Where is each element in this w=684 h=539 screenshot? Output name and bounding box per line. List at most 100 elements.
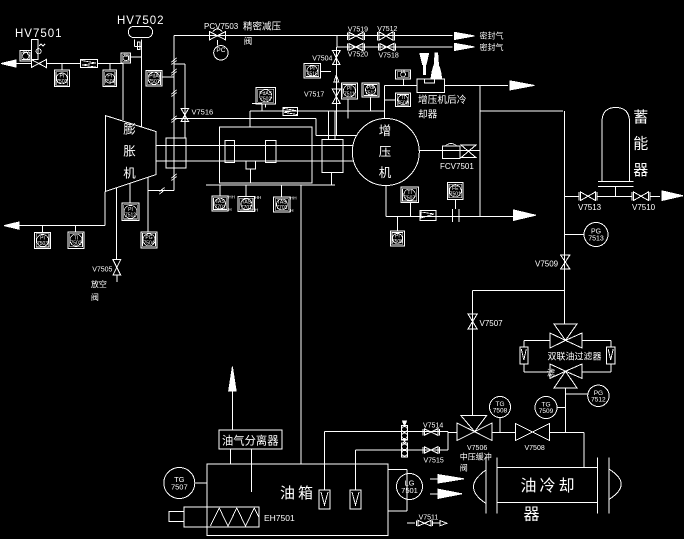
svg-text:机: 机 <box>379 166 392 180</box>
svg-text:油冷却: 油冷却 <box>521 477 578 495</box>
svg-text:TI: TI <box>74 235 78 241</box>
svg-text:阀: 阀 <box>460 464 468 473</box>
svg-text:V7512: V7512 <box>377 26 397 33</box>
svg-text:V7505: V7505 <box>92 267 112 274</box>
svg-text:PI: PI <box>107 74 112 80</box>
svg-text:V7504: V7504 <box>312 56 332 63</box>
svg-text:7701: 7701 <box>276 205 287 211</box>
svg-text:H: H <box>228 207 231 212</box>
svg-text:7509: 7509 <box>539 408 554 415</box>
svg-text:PI: PI <box>40 236 45 242</box>
svg-text:7501: 7501 <box>450 192 461 198</box>
svg-text:油气分离器: 油气分离器 <box>222 434 279 448</box>
svg-text:PC: PC <box>216 47 225 54</box>
svg-text:TI: TI <box>401 95 405 101</box>
svg-text:PG: PG <box>591 229 601 236</box>
svg-text:7507: 7507 <box>404 195 415 201</box>
svg-text:7508: 7508 <box>493 408 508 415</box>
svg-text:TI: TI <box>407 190 411 196</box>
svg-text:FCV7501: FCV7501 <box>440 162 474 171</box>
svg-text:7512: 7512 <box>591 396 606 403</box>
svg-text:7503: 7503 <box>37 241 48 247</box>
svg-text:PI: PI <box>128 207 133 213</box>
svg-text:7508: 7508 <box>392 239 403 245</box>
svg-text:V7514: V7514 <box>423 423 443 430</box>
svg-text:HV7502: HV7502 <box>117 15 165 27</box>
svg-text:7501: 7501 <box>148 79 159 85</box>
svg-text:PG: PG <box>594 390 603 397</box>
svg-text:V7520: V7520 <box>348 52 368 59</box>
svg-text:7512: 7512 <box>365 91 376 97</box>
svg-text:精密减压: 精密减压 <box>243 21 282 33</box>
svg-text:TAS: TAS <box>215 199 225 205</box>
svg-text:V7513: V7513 <box>578 203 602 212</box>
svg-text:LG: LG <box>404 479 414 488</box>
svg-text:V7509: V7509 <box>535 260 559 269</box>
svg-text:增压机后冷: 增压机后冷 <box>418 93 467 106</box>
svg-text:机: 机 <box>123 167 136 181</box>
svg-text:双联油过滤器: 双联油过滤器 <box>548 351 602 362</box>
svg-text:7512: 7512 <box>125 213 136 219</box>
svg-text:V7506: V7506 <box>467 445 487 452</box>
svg-text:TG: TG <box>174 475 185 484</box>
svg-text:V7507: V7507 <box>480 319 504 328</box>
svg-text:TG: TG <box>541 402 550 409</box>
svg-text:PdA: PdA <box>149 73 159 79</box>
svg-text:增: 增 <box>379 123 392 138</box>
svg-text:放空: 放空 <box>91 279 107 289</box>
svg-text:器: 器 <box>524 506 540 524</box>
svg-text:却器: 却器 <box>418 109 438 121</box>
svg-text:中压缓冲: 中压缓冲 <box>460 452 492 462</box>
svg-text:油箱: 油箱 <box>280 485 316 502</box>
svg-text:V7510: V7510 <box>632 203 656 212</box>
svg-text:蓄: 蓄 <box>633 109 648 126</box>
svg-text:H: H <box>290 208 293 213</box>
svg-text:HV7501: HV7501 <box>15 28 63 40</box>
svg-text:S: S <box>124 53 128 59</box>
svg-text:V7516: V7516 <box>192 108 214 117</box>
svg-text:V7519: V7519 <box>348 27 368 34</box>
svg-text:HH: HH <box>228 195 235 200</box>
svg-text:7502: 7502 <box>260 96 271 102</box>
svg-text:H: H <box>255 208 258 213</box>
svg-text:7510: 7510 <box>307 71 318 77</box>
svg-text:TG: TG <box>495 401 504 408</box>
svg-text:能: 能 <box>633 136 648 153</box>
svg-text:PG: PG <box>145 235 152 241</box>
svg-text:PI: PI <box>395 234 400 240</box>
svg-text:7501: 7501 <box>56 79 67 85</box>
svg-text:PY: PY <box>22 51 29 57</box>
svg-text:阀: 阀 <box>91 293 99 302</box>
svg-text:EH7501: EH7501 <box>264 513 295 523</box>
svg-text:PI: PI <box>59 74 64 80</box>
svg-text:滤: 滤 <box>547 368 555 378</box>
svg-text:7701: 7701 <box>214 204 225 210</box>
svg-text:7501: 7501 <box>401 486 418 495</box>
svg-text:7504: 7504 <box>143 241 154 247</box>
svg-text:V7515: V7515 <box>424 458 444 465</box>
svg-text:PdI: PdI <box>367 85 375 91</box>
svg-text:PI: PI <box>347 86 352 92</box>
svg-text:PCV7503: PCV7503 <box>204 22 239 31</box>
svg-text:HH: HH <box>290 196 297 201</box>
svg-text:PI: PI <box>310 66 315 72</box>
svg-text:膨: 膨 <box>123 123 136 137</box>
svg-text:7511: 7511 <box>344 92 355 98</box>
svg-text:FE: FE <box>452 186 459 192</box>
svg-text:7701: 7701 <box>241 205 252 211</box>
svg-text:V7508: V7508 <box>525 445 545 452</box>
svg-text:TAS: TAS <box>277 200 287 206</box>
svg-text:压: 压 <box>379 145 392 159</box>
svg-text:7502: 7502 <box>104 79 115 85</box>
svg-text:胀: 胀 <box>123 145 136 159</box>
svg-text:PdAS: PdAS <box>259 91 272 97</box>
svg-text:V7518: V7518 <box>379 53 399 60</box>
svg-text:7509: 7509 <box>397 100 408 106</box>
svg-text:密封气: 密封气 <box>480 42 504 52</box>
svg-text:7502: 7502 <box>70 241 81 247</box>
svg-text:阀: 阀 <box>244 36 253 46</box>
svg-text:V7517: V7517 <box>304 92 324 99</box>
svg-text:V7511: V7511 <box>419 515 439 522</box>
svg-text:HH: HH <box>255 195 262 200</box>
svg-text:器: 器 <box>633 162 648 179</box>
